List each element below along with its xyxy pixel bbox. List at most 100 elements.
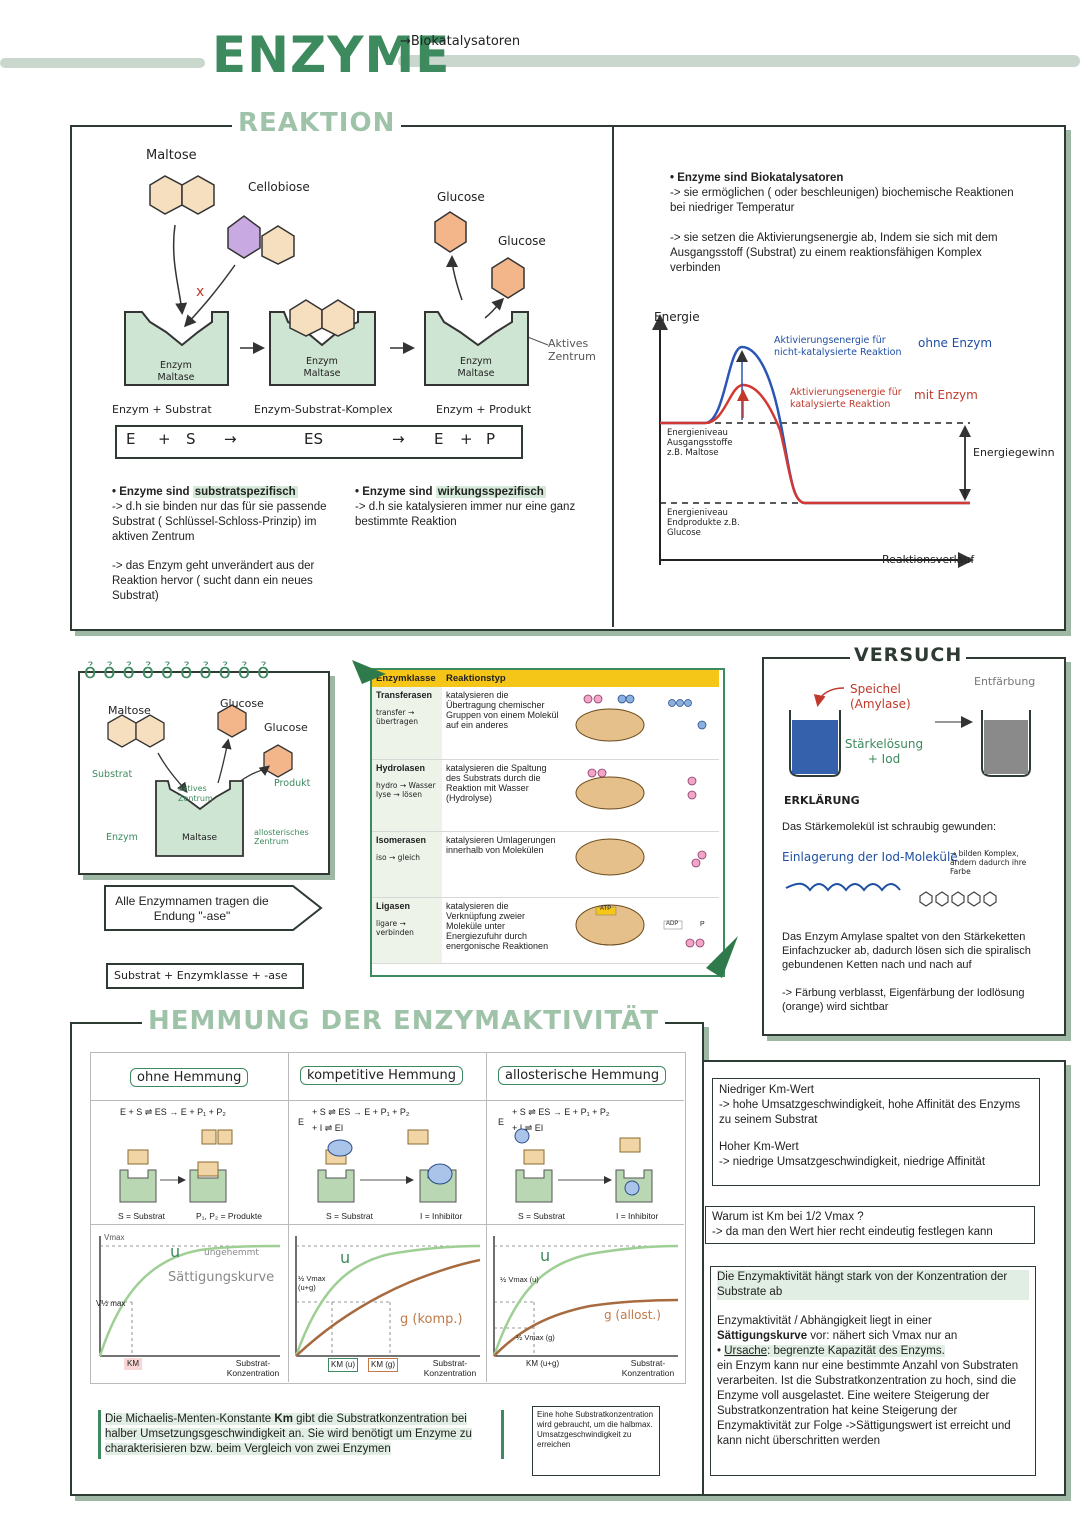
mini-allosteric: allosterisches Zentrum [254,828,309,846]
small-note-box: Eine hohe Substratkonzentration wird geb… [532,1406,660,1476]
vmax-label: Vmax [104,1233,125,1242]
km-label-1b: KM (g) [368,1358,398,1372]
km-label-0: KM [124,1358,142,1370]
sat-text-1: Enzymaktivität / Abhängigkeit liegt in e… [717,1315,932,1327]
svg-text:x: x [196,284,204,300]
panel-eq-2: + S ⇌ ES → E + P₁ + P₂ [512,1107,610,1117]
notebook-rings: ỏỏỏỏỏỏỏỏỏỏ [84,659,277,683]
energy-x-label: Reaktionsverlauf [882,553,975,566]
effect-spec-lead: Enzyme sind [362,486,436,498]
legend-1-b: I = Inhibitor [420,1211,463,1221]
eq-arrow-1: → [224,430,237,448]
energy-diagram [652,314,974,568]
start-level-label: Energieniveau Ausgangsstoffe z.B. Maltos… [667,428,745,458]
inhibition-mechanisms [119,1128,653,1203]
eq-P: P [486,430,496,448]
panel-eq-2b: + I ⇌ EI [512,1123,544,1133]
v-half-label-1: ½ Vmax (u+g) [298,1274,326,1292]
panel-eq-1: + S ⇌ ES → E + P₁ + P₂ [312,1107,410,1117]
sat-text-3: ein Enzym kann nur eine bestimmte Anzahl… [717,1360,1019,1447]
ungehemmt-label: ungehemmt [204,1248,259,1258]
atp-label: ATP [600,906,612,912]
komplex-label: → bilden Komplex, ändern dadurch ihre Fa… [950,849,1027,876]
glucose-molecule-2 [491,257,525,299]
reaction-diagram: x [124,175,549,386]
eq-ES: ES [304,430,323,448]
km-def-bold: Km [274,1413,293,1425]
panel-head-line [90,1100,684,1101]
panel-head-no-inhibition: ohne Hemmung [130,1068,249,1087]
erklaerung-1: Das Stärkemolekül ist schraubig gewunden… [782,821,997,833]
substrate-specific-block: • Enzyme sind substratspezifisch -> d.h … [112,486,327,602]
glucose-molecule-1 [434,211,467,253]
title-arrow-note: →Biokatalysatoren [400,34,521,49]
speichel-label: Speichel (Amylase) [850,682,911,711]
mini-active-center: aktives Zentrum [178,784,213,803]
saturation-curves [98,1236,679,1357]
versuch-diagram [785,687,1031,907]
panel-eq-0: E + S ⇌ ES → E + P₁ + P₂ [120,1107,226,1117]
mini-product: Produkt [274,778,311,789]
mini-reaction-diagram [107,704,293,857]
label-glucose-2: Glucose [498,234,546,248]
u-label-0: u [170,1242,181,1261]
class-desc: katalysieren Umlagerungen innerhalb von … [442,831,565,898]
panel-head-allosteric: allosterische Hemmung [498,1066,667,1085]
biocatalyst-text-2: -> sie setzen die Aktivierungsenergie ab… [670,232,998,274]
section-title-reaktion: REAKTION [232,108,402,138]
v-half-label-2g: ½ Vmax (g) [516,1333,555,1342]
g-label-2: g (allost.) [604,1308,661,1322]
class-note: hydro → Wasser lyse → lösen [376,780,436,799]
low-km-text: -> hohe Umsatzgeschwindigkeit, hohe Affi… [719,1099,1021,1126]
u-label-2: u [540,1246,551,1265]
without-enzyme-label: ohne Enzym [918,336,993,350]
mini-maltose: Maltose [108,704,151,717]
v-half-label-2: ½ Vmax (u) [500,1275,539,1284]
enzyme-label-2: Enzym Maltase [303,356,341,379]
eq-plus-1: + [158,430,171,448]
high-km-heading: Hoher Km-Wert [719,1141,799,1153]
panel-eq-1b: + I ⇌ EI [312,1123,344,1133]
versuch-title: VERSUCH [850,644,967,666]
km-def-pre: Die Michaelis-Menten-Konstante [105,1413,275,1425]
eq-arrow-2: → [392,430,405,448]
mini-glucose-2: Glucose [264,721,308,734]
activity-box: Die Enzymaktivität hängt stark von der K… [710,1266,1036,1476]
act-energy-without-label: Aktivierungsenergie für nicht-katalysier… [774,335,902,358]
xlab-2: Substrat-Konzentration [621,1358,675,1378]
reaction-divider [612,127,614,627]
stage-label-1: Enzym + Substrat [112,403,212,416]
class-name: Transferasen [376,690,433,700]
mini-substrat: Substrat [92,769,133,780]
g-label-1: g (komp.) [400,1312,463,1327]
effect-spec-text: -> d.h sie katalysieren immer nur eine g… [355,501,576,528]
label-maltose: Maltose [146,148,197,163]
einlagerung-label: Einlagerung der Iod-Moleküle [782,850,958,864]
ase-note: Alle Enzymnamen tragen die Endung "-ase" [115,894,269,923]
energy-gain-label: Energiegewinn [973,446,1055,459]
label-glucose-1: Glucose [437,190,485,204]
label-active-center: Aktives Zentrum [548,337,596,363]
eq-E2: E [434,430,444,448]
effect-specific-block: • Enzyme sind wirkungsspezifisch -> d.h … [355,485,580,530]
effect-spec-highlight: wirkungsspezifisch [435,486,546,498]
class-note: iso → gleich [376,852,421,862]
biocatalyst-block: • Enzyme sind Biokatalysatoren -> sie er… [670,171,1020,276]
enzyme-shape-2 [269,299,376,386]
why-km-answer: -> da man den Wert hier recht eindeutig … [712,1226,993,1238]
entfaerbung-label: Entfärbung [974,675,1036,688]
erklaerung-heading: ERKLÄRUNG [784,794,860,807]
panel-chart-line [90,1224,684,1225]
mini-maltase: Maltase [182,833,218,843]
equation-box [115,425,523,459]
eq-S: S [186,430,196,448]
sat-text-2: vor: nähert sich Vmax nur an [807,1330,958,1342]
sat-bold: Sättigungskurve [717,1330,808,1342]
stage-label-3: Enzym + Produkt [436,403,532,416]
ase-arrow-shape [104,885,323,931]
substrate-spec-text: -> d.h sie binden nur das für sie passen… [112,501,327,543]
naming-formula: Substrat + Enzymklasse + -ase [106,963,304,989]
eq-plus-2: + [460,430,473,448]
panel-divider-2 [486,1052,487,1382]
inhibition-panels [90,1052,686,1384]
